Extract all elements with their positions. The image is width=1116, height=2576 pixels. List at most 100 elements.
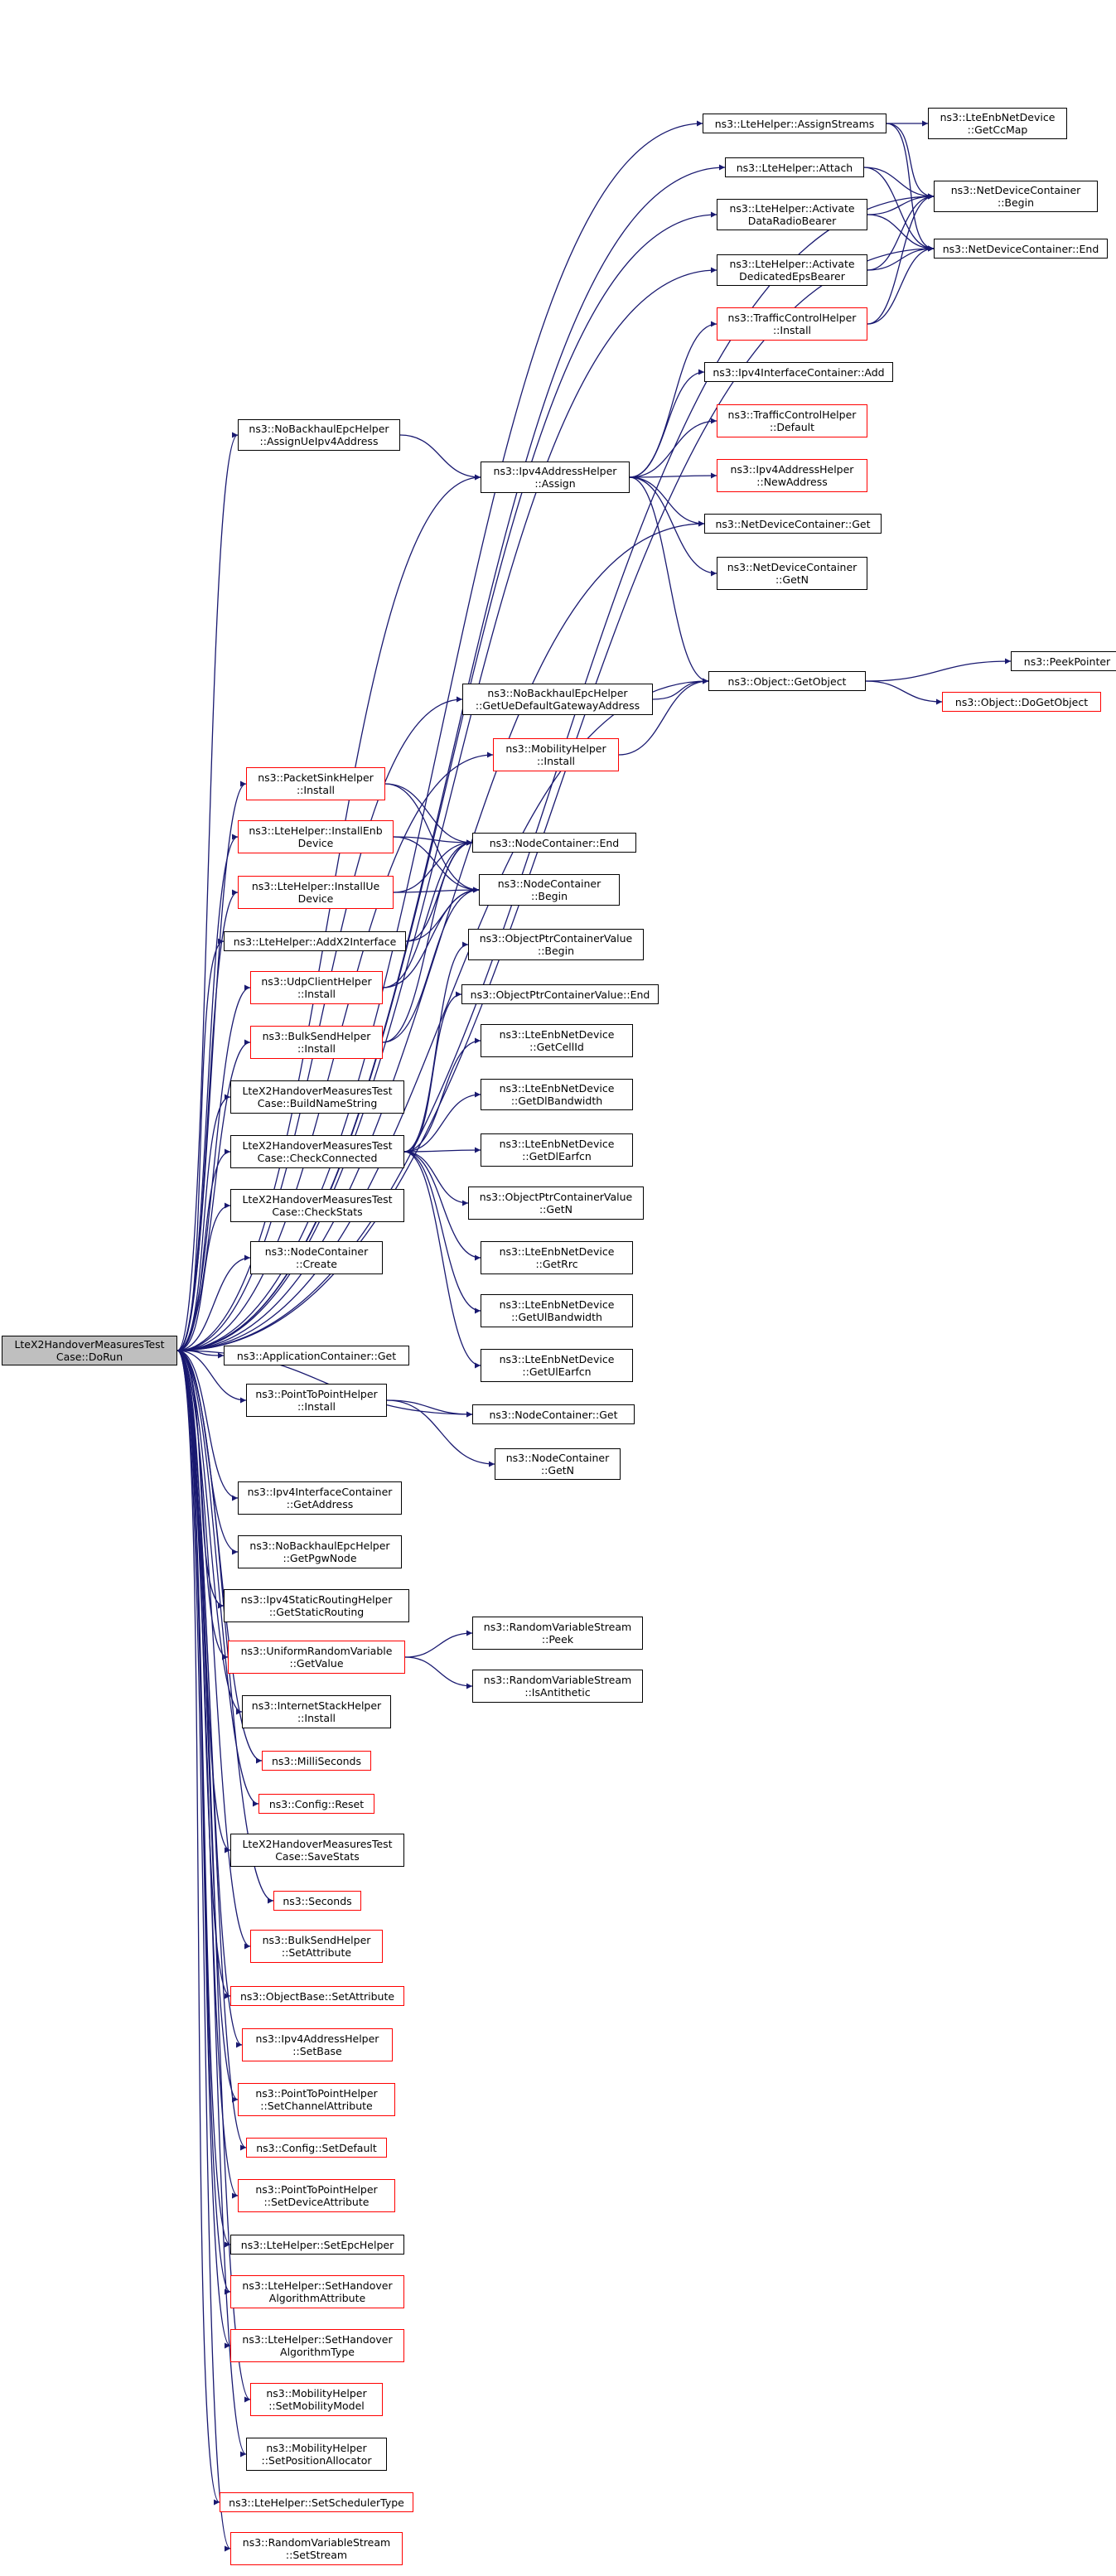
node-app-get[interactable]: ns3::ApplicationContainer::Get — [224, 1346, 409, 1365]
node-label-line2: ::GetPgwNode — [283, 1552, 357, 1564]
node-label-line2: Case::CheckStats — [272, 1206, 363, 1218]
node-set-pos-alloc[interactable]: ns3::MobilityHelper::SetPositionAllocato… — [246, 2438, 387, 2471]
edge-root-to-configReset — [176, 1350, 259, 1807]
node-rvs-peek[interactable]: ns3::RandomVariableStream::Peek — [472, 1617, 643, 1650]
node-milli-seconds[interactable]: ns3::MilliSeconds — [262, 1751, 371, 1771]
node-ipv4-ic-get-addr[interactable]: ns3::Ipv4InterfaceContainer::GetAddress — [238, 1481, 402, 1515]
node-get-dl-earfcn[interactable]: ns3::LteEnbNetDevice::GetDlEarfcn — [481, 1133, 633, 1167]
node-nc-get-n[interactable]: ns3::NodeContainer::GetN — [495, 1448, 621, 1480]
node-p2p-set-dev[interactable]: ns3::PointToPointHelper::SetDeviceAttrib… — [238, 2179, 395, 2212]
node-add-x2[interactable]: ns3::LteHelper::AddX2Interface — [224, 931, 406, 951]
node-label-line1: ns3::PointToPointHelper — [255, 1388, 378, 1400]
node-bulk-install[interactable]: ns3::BulkSendHelper::Install — [250, 1026, 383, 1059]
node-opc-begin[interactable]: ns3::ObjectPtrContainerValue::Begin — [468, 929, 644, 960]
node-ipv4-set-base[interactable]: ns3::Ipv4AddressHelper::SetBase — [242, 2028, 393, 2061]
node-set-stream[interactable]: ns3::RandomVariableStream::SetStream — [230, 2532, 403, 2565]
node-get-rrc[interactable]: ns3::LteEnbNetDevice::GetRrc — [481, 1241, 633, 1274]
node-get-object[interactable]: ns3::Object::GetObject — [708, 671, 866, 691]
node-nc-get[interactable]: ns3::NodeContainer::Get — [472, 1404, 635, 1424]
node-get-ue-gw[interactable]: ns3::NoBackhaulEpcHelper::GetUeDefaultGa… — [462, 684, 653, 715]
node-inet-install[interactable]: ns3::InternetStackHelper::Install — [242, 1695, 391, 1728]
node-get-cc-map[interactable]: ns3::LteEnbNetDevice::GetCcMap — [928, 108, 1067, 139]
node-label-line1: ns3::PeekPointer — [1023, 655, 1111, 668]
node-ndc-get[interactable]: ns3::NetDeviceContainer::Get — [704, 514, 882, 534]
node-label-line2: ::AssignUeIpv4Address — [259, 435, 379, 447]
node-get-ul-bw[interactable]: ns3::LteEnbNetDevice::GetUlBandwidth — [481, 1294, 633, 1327]
node-attach[interactable]: ns3::LteHelper::Attach — [725, 157, 864, 177]
node-set-epc-helper[interactable]: ns3::LteHelper::SetEpcHelper — [230, 2235, 404, 2255]
edge-root-to-setPosAlloc — [176, 1350, 247, 2458]
node-assign-streams[interactable]: ns3::LteHelper::AssignStreams — [703, 114, 887, 133]
node-ndc-get-n[interactable]: ns3::NetDeviceContainer::GetN — [717, 557, 867, 590]
edge-attach-to-ndcEnd — [863, 167, 935, 252]
node-bulk-set-attr[interactable]: ns3::BulkSendHelper::SetAttribute — [250, 1930, 383, 1963]
node-rvs-is-anti[interactable]: ns3::RandomVariableStream::IsAntithetic — [472, 1670, 643, 1703]
node-ndc-end[interactable]: ns3::NetDeviceContainer::End — [934, 239, 1108, 259]
node-p2p-install[interactable]: ns3::PointToPointHelper::Install — [246, 1384, 387, 1417]
node-peek-pointer[interactable]: ns3::PeekPointer — [1011, 651, 1116, 671]
node-opc-end[interactable]: ns3::ObjectPtrContainerValue::End — [461, 984, 659, 1004]
edge-ipv4Assign-to-newAddress — [629, 472, 717, 479]
node-label-line2: ::SetChannelAttribute — [260, 2100, 373, 2112]
node-label-line2: ::NewAddress — [756, 476, 828, 488]
node-label-line1: ns3::NetDeviceContainer::End — [942, 242, 1099, 255]
node-label-line1: ns3::ObjectBase::SetAttribute — [239, 1989, 395, 2003]
node-label-line2: ::GetUlBandwidth — [511, 1311, 602, 1323]
node-tc-install[interactable]: ns3::TrafficControlHelper::Install — [717, 307, 867, 341]
node-get-pgw-node[interactable]: ns3::NoBackhaulEpcHelper::GetPgwNode — [238, 1535, 402, 1568]
node-udp-install[interactable]: ns3::UdpClientHelper::Install — [250, 971, 383, 1004]
edge-root-to-checkStats — [176, 1202, 231, 1351]
node-tc-default[interactable]: ns3::TrafficControlHelper::Default — [717, 404, 867, 437]
node-nc-create[interactable]: ns3::NodeContainer::Create — [250, 1241, 383, 1274]
node-label-line2: ::Install — [297, 1400, 336, 1413]
node-config-reset[interactable]: ns3::Config::Reset — [258, 1794, 374, 1814]
node-get-cell-id[interactable]: ns3::LteEnbNetDevice::GetCellId — [481, 1024, 633, 1057]
node-p2p-set-chan[interactable]: ns3::PointToPointHelper::SetChannelAttri… — [238, 2083, 395, 2116]
node-label-line1: ns3::LteEnbNetDevice — [499, 1353, 615, 1365]
node-label-line1: ns3::LteHelper::InstallEnb — [249, 824, 383, 837]
node-label-line1: ns3::NetDeviceContainer — [950, 184, 1081, 196]
edge-root-to-actDedicated — [176, 267, 717, 1351]
node-label-line2: ::SetDeviceAttribute — [263, 2196, 370, 2208]
node-do-get-object[interactable]: ns3::Object::DoGetObject — [942, 692, 1101, 712]
node-nc-begin[interactable]: ns3::NodeContainer::Begin — [479, 874, 620, 906]
node-opc-get-n[interactable]: ns3::ObjectPtrContainerValue::GetN — [468, 1187, 644, 1220]
node-urv-get-value[interactable]: ns3::UniformRandomVariable::GetValue — [228, 1641, 405, 1674]
node-ps-install[interactable]: ns3::PacketSinkHelper::Install — [246, 767, 385, 800]
node-label-line2: ::GetUlEarfcn — [522, 1365, 592, 1378]
node-seconds[interactable]: ns3::Seconds — [273, 1891, 361, 1911]
node-nc-end[interactable]: ns3::NodeContainer::End — [472, 833, 636, 853]
edge-root-to-configSetDefault — [176, 1350, 247, 2151]
node-ndc-begin[interactable]: ns3::NetDeviceContainer::Begin — [934, 181, 1098, 212]
edge-ipv4Assign-to-ndcGetN — [629, 476, 717, 577]
node-get-static-routing[interactable]: ns3::Ipv4StaticRoutingHelper::GetStaticR… — [224, 1589, 409, 1622]
edge-ipv4Assign-to-ndcGet — [629, 476, 705, 527]
node-label-line2: ::GetStaticRouting — [268, 1606, 365, 1618]
node-obj-set-attr[interactable]: ns3::ObjectBase::SetAttribute — [230, 1986, 404, 2006]
node-mob-install[interactable]: ns3::MobilityHelper::Install — [493, 738, 619, 771]
node-label-line2: ::GetRrc — [535, 1258, 578, 1270]
node-get-dl-bw[interactable]: ns3::LteEnbNetDevice::GetDlBandwidth — [481, 1079, 633, 1110]
node-new-address[interactable]: ns3::Ipv4AddressHelper::NewAddress — [717, 459, 867, 492]
edge-root-to-seconds — [176, 1350, 274, 1904]
node-label-line1: ns3::BulkSendHelper — [262, 1934, 371, 1946]
node-assign-ue-ipv4[interactable]: ns3::NoBackhaulEpcHelper::AssignUeIpv4Ad… — [238, 419, 400, 451]
node-config-set-default[interactable]: ns3::Config::SetDefault — [246, 2138, 387, 2158]
node-ipv4-assign[interactable]: ns3::Ipv4AddressHelper::Assign — [481, 462, 630, 493]
edge-p2pInstall-to-ncGetN — [386, 1399, 495, 1467]
node-set-mob-model[interactable]: ns3::MobilityHelper::SetMobilityModel — [250, 2383, 383, 2416]
node-ipv4-ic-add[interactable]: ns3::Ipv4InterfaceContainer::Add — [704, 362, 893, 382]
node-set-sched[interactable]: ns3::LteHelper::SetSchedulerType — [220, 2492, 413, 2512]
node-label-line2: ::Install — [772, 324, 812, 336]
node-get-ul-earfcn[interactable]: ns3::LteEnbNetDevice::GetUlEarfcn — [481, 1349, 633, 1382]
